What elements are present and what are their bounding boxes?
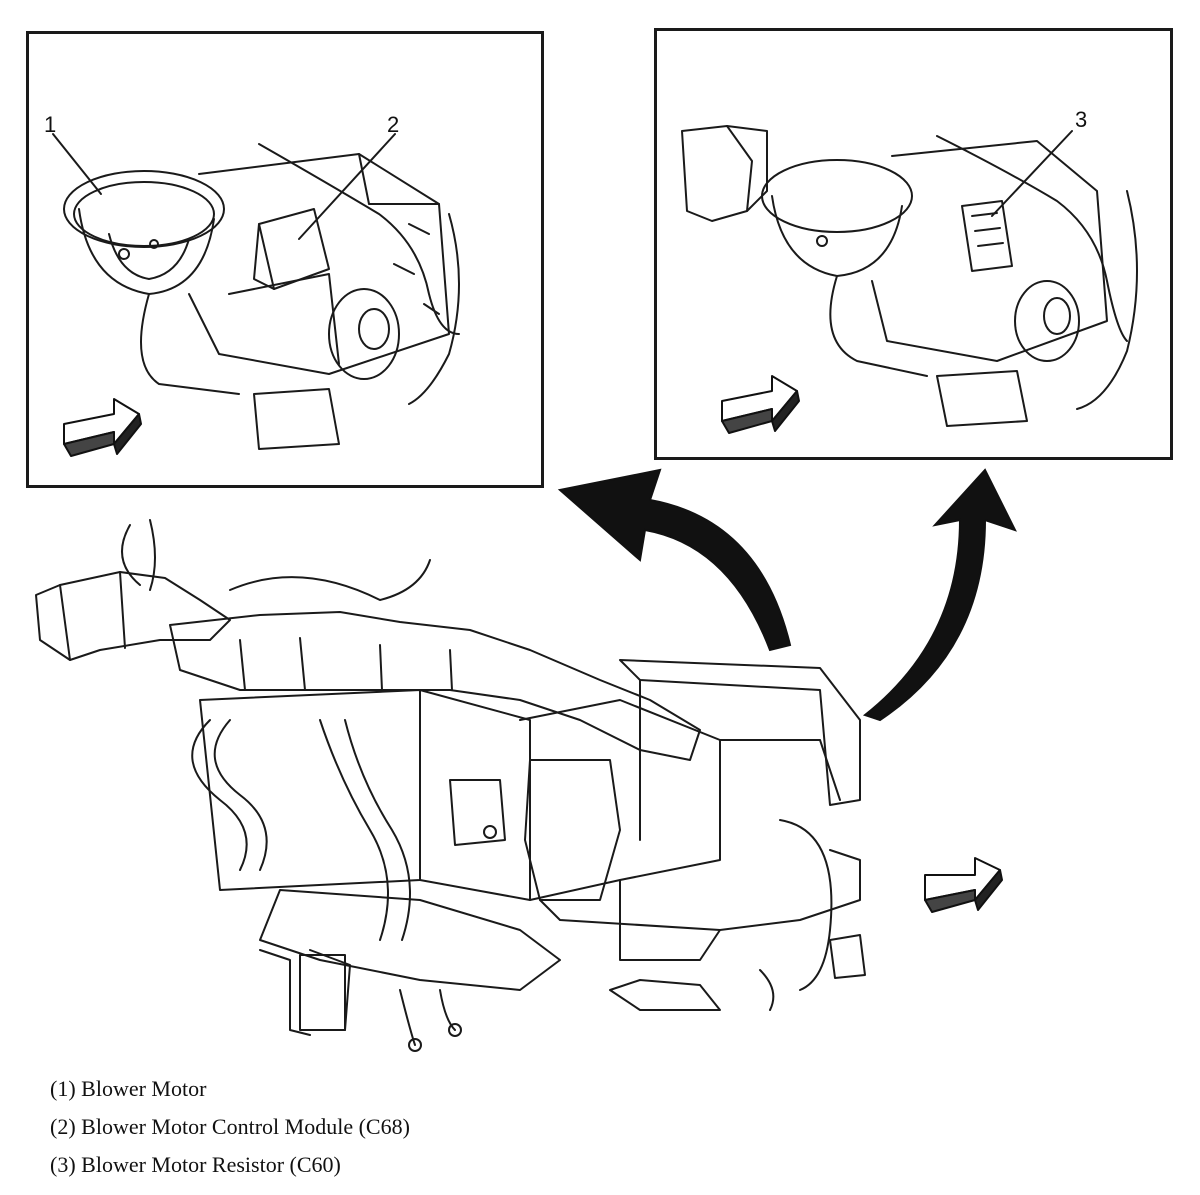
curved-arrow-to-right-inset-icon xyxy=(865,470,1015,720)
front-direction-arrow-icon xyxy=(925,858,1002,912)
inset-right-direction-arrow-icon xyxy=(722,376,799,433)
inset-left-direction-arrow-icon xyxy=(64,399,141,456)
inset-right-illustration xyxy=(657,31,1170,457)
legend-item-blower-motor-control-module: (2) Blower Motor Control Module (C68) xyxy=(50,1114,410,1139)
legend-item-blower-motor: (1) Blower Motor xyxy=(50,1076,207,1101)
curved-arrow-to-left-inset-icon xyxy=(560,470,790,650)
legend-item-blower-motor-resistor: (3) Blower Motor Resistor (C60) xyxy=(50,1152,341,1177)
inset-left-illustration xyxy=(29,34,541,485)
inset-blower-motor-resistor xyxy=(654,28,1173,460)
callout-number-1: 1 xyxy=(44,112,57,137)
callout-number-3: 3 xyxy=(1075,107,1088,132)
legend: (1) Blower Motor (2) Blower Motor Contro… xyxy=(50,1070,410,1184)
callout-number-2: 2 xyxy=(387,112,400,137)
inset-blower-motor-control-module xyxy=(26,31,544,488)
